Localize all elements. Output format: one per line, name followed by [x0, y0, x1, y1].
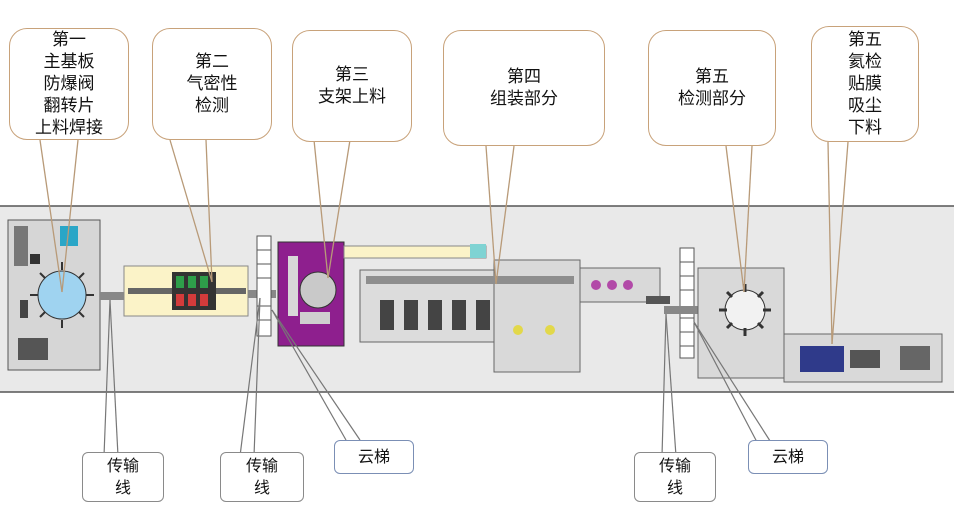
callout-station-5-line-1: 第五 — [695, 67, 729, 87]
callout-station-3-line-2: 支架上料 — [318, 87, 386, 107]
note-conveyor-1-line-1: 传输 — [106, 456, 139, 475]
callout-station-3-line-1: 第三 — [335, 65, 369, 85]
callout-station-1: 第一 主基板 防爆阀 翻转片 上料焊接 — [9, 28, 129, 140]
note-conveyor-2-line-2: 线 — [253, 478, 270, 497]
note-arrows — [103, 297, 773, 457]
lift-1-ladder — [256, 235, 272, 337]
callout-station-4: 第四 组装部分 — [443, 30, 605, 146]
callout-station-3: 第三 支架上料 — [292, 30, 412, 142]
callout-station-2: 第二 气密性 检测 — [152, 28, 272, 140]
callout-station-6-line-5: 下料 — [848, 118, 882, 138]
note-lift-2: 云梯 — [748, 440, 828, 474]
callout-station-1-line-4: 翻转片 — [43, 96, 95, 116]
callout-station-6-line-2: 氦检 — [848, 52, 882, 72]
callout-station-1-line-1: 第一 — [52, 30, 86, 50]
callout-station-4-line-2: 组装部分 — [490, 89, 558, 109]
callout-station-1-line-5: 上料焊接 — [35, 118, 103, 138]
note-conveyor-3-line-2: 线 — [666, 478, 683, 497]
station-5-machine — [697, 267, 785, 379]
note-lift-2-line-1: 云梯 — [771, 447, 804, 466]
note-conveyor-3-line-1: 传输 — [658, 456, 691, 475]
note-conveyor-2-line-1: 传输 — [245, 456, 278, 475]
callout-station-2-line-2: 气密性 — [186, 74, 238, 94]
note-conveyor-1: 传输 线 — [82, 452, 164, 502]
callout-station-1-line-3: 防爆阀 — [43, 74, 95, 94]
station-2-machine — [123, 265, 249, 317]
callout-station-6-line-1: 第五 — [848, 30, 882, 50]
station-1-machine — [7, 219, 101, 371]
note-conveyor-2: 传输 线 — [220, 452, 304, 502]
callout-station-2-line-1: 第二 — [195, 52, 229, 72]
station-3-machine — [277, 241, 345, 347]
callout-station-6-line-3: 贴膜 — [848, 74, 882, 94]
callout-station-2-line-3: 检测 — [195, 96, 229, 116]
note-conveyor-3: 传输 线 — [634, 452, 716, 502]
callout-arrows — [39, 139, 849, 345]
callout-station-4-line-1: 第四 — [507, 67, 541, 87]
note-lift-1: 云梯 — [334, 440, 414, 474]
conveyor-4 — [664, 306, 700, 314]
note-conveyor-1-line-2: 线 — [114, 478, 131, 497]
conveyor-1 — [100, 292, 128, 300]
callout-station-5-line-2: 检测部分 — [678, 89, 746, 109]
callout-station-6-line-4: 吸尘 — [848, 96, 882, 116]
callout-station-6: 第五 氦检 贴膜 吸尘 下料 — [811, 26, 919, 142]
station-4-machine — [343, 244, 581, 373]
callout-station-1-line-2: 主基板 — [43, 52, 95, 72]
conveyor-3 — [579, 267, 670, 304]
station-6-machine — [783, 333, 943, 383]
callout-station-5: 第五 检测部分 — [648, 30, 776, 146]
note-lift-1-line-1: 云梯 — [357, 447, 390, 466]
lift-2-ladder — [679, 247, 695, 359]
